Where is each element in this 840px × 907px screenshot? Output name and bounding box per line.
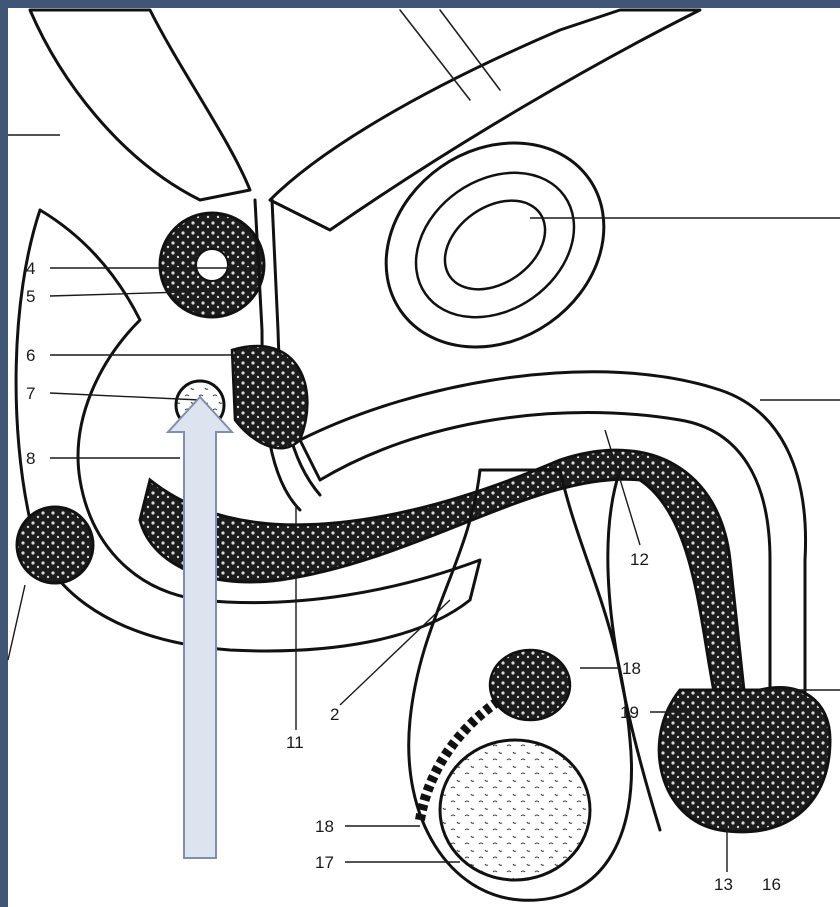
label-6: 6 xyxy=(26,346,35,365)
testis xyxy=(440,740,590,880)
cut-line-2 xyxy=(440,10,500,90)
label-19: 19 xyxy=(620,703,639,722)
label-18-lower: 18 xyxy=(315,817,334,836)
corpus-spongiosum xyxy=(140,450,745,720)
label-5: 5 xyxy=(26,287,35,306)
sphincter-muscle xyxy=(232,346,307,448)
label-16: 16 xyxy=(762,875,781,894)
label-2: 2 xyxy=(330,705,339,724)
label-8: 8 xyxy=(26,449,35,468)
label-18-upper: 18 xyxy=(622,659,641,678)
bladder-wall xyxy=(30,10,250,200)
spermatic-cord-section xyxy=(17,507,93,583)
frame-left-bar xyxy=(0,0,8,907)
label-7: 7 xyxy=(26,384,35,403)
label-13: 13 xyxy=(714,875,733,894)
label-4: 4 xyxy=(26,259,35,278)
leader-2 xyxy=(340,600,450,705)
up-arrow-icon xyxy=(168,397,232,858)
prostate-center xyxy=(196,249,228,281)
label-11: 11 xyxy=(286,733,304,752)
frame-top-bar xyxy=(0,0,840,8)
glans xyxy=(659,687,830,831)
cut-line xyxy=(400,10,470,100)
epididymis-head xyxy=(490,650,570,720)
label-12: 12 xyxy=(630,550,649,569)
urethra-inner xyxy=(272,200,320,495)
leader-bottom-left xyxy=(8,585,25,660)
label-17: 17 xyxy=(315,853,334,872)
pubic-symphysis xyxy=(346,101,643,389)
